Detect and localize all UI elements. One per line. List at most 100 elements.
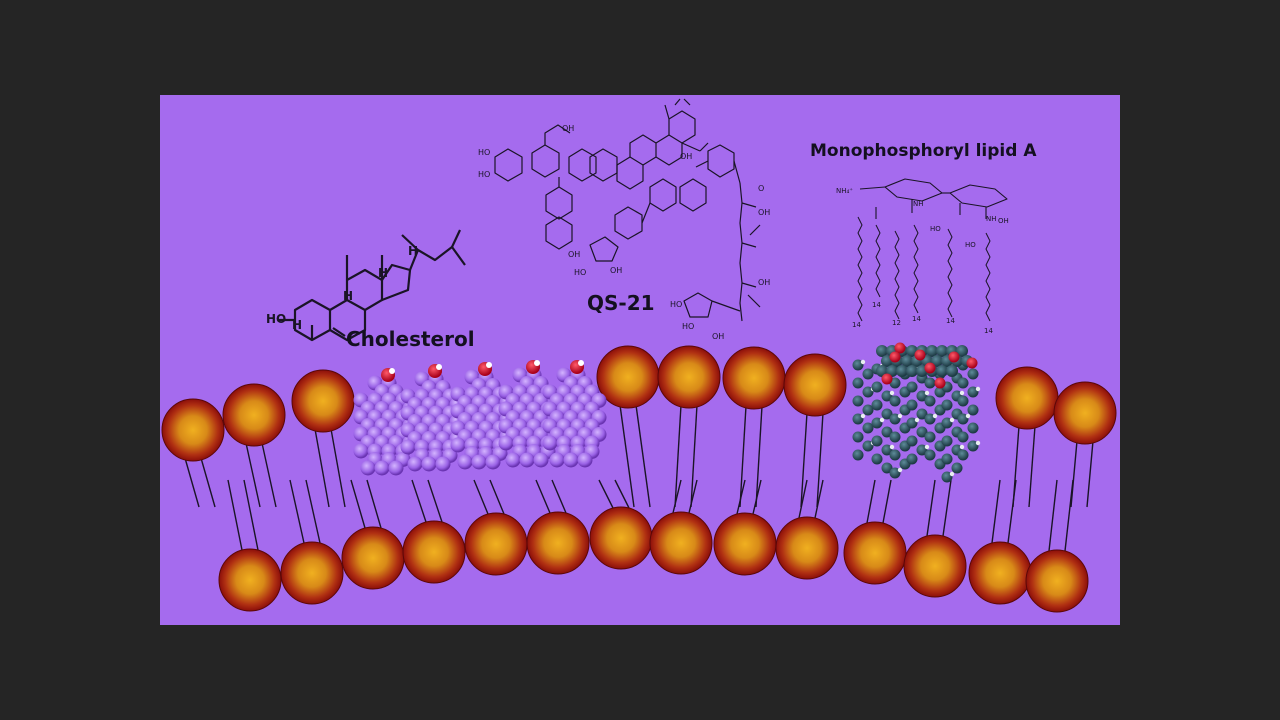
carbon-atom [957,395,969,407]
fatty-acid-chain [852,359,876,461]
carbon-atom [906,365,918,377]
lipid-head [783,353,847,417]
lipid-tail [866,479,876,524]
lipid-head [526,511,590,575]
hydrogen-atom [897,413,903,419]
carbon-atom [862,386,874,398]
mpla-ho-label: HO [965,241,976,249]
cholesterol-space-filling-molecule-icon [353,360,607,476]
lipid-tail [926,479,936,537]
lipid-tail [816,412,824,508]
carbon-atom [852,377,864,389]
hydrogen-atom [959,444,965,450]
carbon-atom [906,453,918,465]
atom-sphere [498,435,514,451]
atom-sphere [471,454,487,470]
atom-sphere [374,460,390,476]
atom-sphere [549,452,565,468]
carbon-atom [941,417,953,429]
lipid-tail [245,442,261,508]
carbon-atom [916,444,928,456]
carbon-atom [881,444,893,456]
mpla-chain-length-label: 14 [912,315,921,323]
lipid-tail [674,404,682,508]
carbon-atom [906,399,918,411]
lipid-tail [427,479,443,523]
carbon-atom [967,440,979,452]
oxygen-atom [966,357,978,369]
mpla-chain-length-label: 14 [946,317,955,325]
atom-sphere [353,443,369,459]
atom-sphere [485,454,501,470]
lipid-tail [942,479,952,537]
mpla-ammonium-label: NH₄⁺ [836,187,853,195]
carbon-atom [967,368,979,380]
lipid-tails [184,404,1094,552]
qs21-label: QS-21 [587,291,655,315]
carbon-atom [924,395,936,407]
atom-sphere [360,460,376,476]
qs21-ho-label: HO [478,148,490,157]
carbon-atom [941,471,953,483]
hydrogen-atom [975,440,981,446]
carbon-atom [901,355,913,367]
lipid-tail [411,479,427,523]
oxygen-atom [881,373,893,385]
carbon-atom [889,431,901,443]
lipid-tail [305,479,321,544]
lipid-heads [161,345,1117,613]
carbon-atom [926,345,938,357]
carbon-atom [916,426,928,438]
carbon-atom [941,435,953,447]
mpla-chain-length-label: 12 [892,319,901,327]
carbon-atom [871,381,883,393]
lipid-tail [755,405,763,508]
fatty-acid-chain-line [894,230,900,320]
lipid-head [657,345,721,409]
lipid-tail [551,479,567,514]
lipid-head [222,383,286,447]
qs21-oh-label: OH [680,152,692,161]
carbon-atom [876,345,888,357]
hydrogen-atom [860,359,866,365]
lipid-tail [227,479,243,551]
lipid-tail [261,442,277,508]
cholesterol-h-label: H [343,289,353,303]
qs21-oh-label: OH [610,266,622,275]
cholesterol-structure [278,229,466,342]
carbon-atom [924,449,936,461]
mpla-nh-label: NH [913,200,924,208]
lipid-head [775,516,839,580]
oxygen-atom [948,351,960,363]
qs21-ho-label: HO [682,322,694,331]
fatty-acid-chain-line [947,228,953,318]
carbon-atom [852,359,864,371]
mpla-chain-length-label: 14 [852,321,861,329]
fatty-acid-chain-line [985,232,991,322]
lipid-tail [991,479,1001,544]
carbon-atom [941,453,953,465]
cholesterol-molecule-icon [353,368,418,476]
lipid-head [291,369,355,433]
hydrogen-atom [889,444,895,450]
lipid-tail [739,405,747,508]
carbon-atom [924,413,936,425]
lipid-tail [800,412,808,508]
hydrogen-atom [534,360,540,366]
atom-sphere [563,452,579,468]
hydrogen-atom [975,386,981,392]
carbon-atom [936,365,948,377]
cholesterol-molecule-icon [400,364,465,472]
hydrogen-atom [949,417,955,423]
lipid-head [596,345,660,409]
lipid-tail [598,479,614,509]
lipid-tail [1048,479,1058,552]
lipid-head [649,511,713,575]
carbon-atom [889,413,901,425]
cholesterol-h-label: H [378,266,388,280]
carbon-atom [906,381,918,393]
carbon-atom [896,365,908,377]
mpla-chain-length-label: 14 [872,301,881,309]
atom-sphere [577,452,593,468]
carbon-atom [881,408,893,420]
